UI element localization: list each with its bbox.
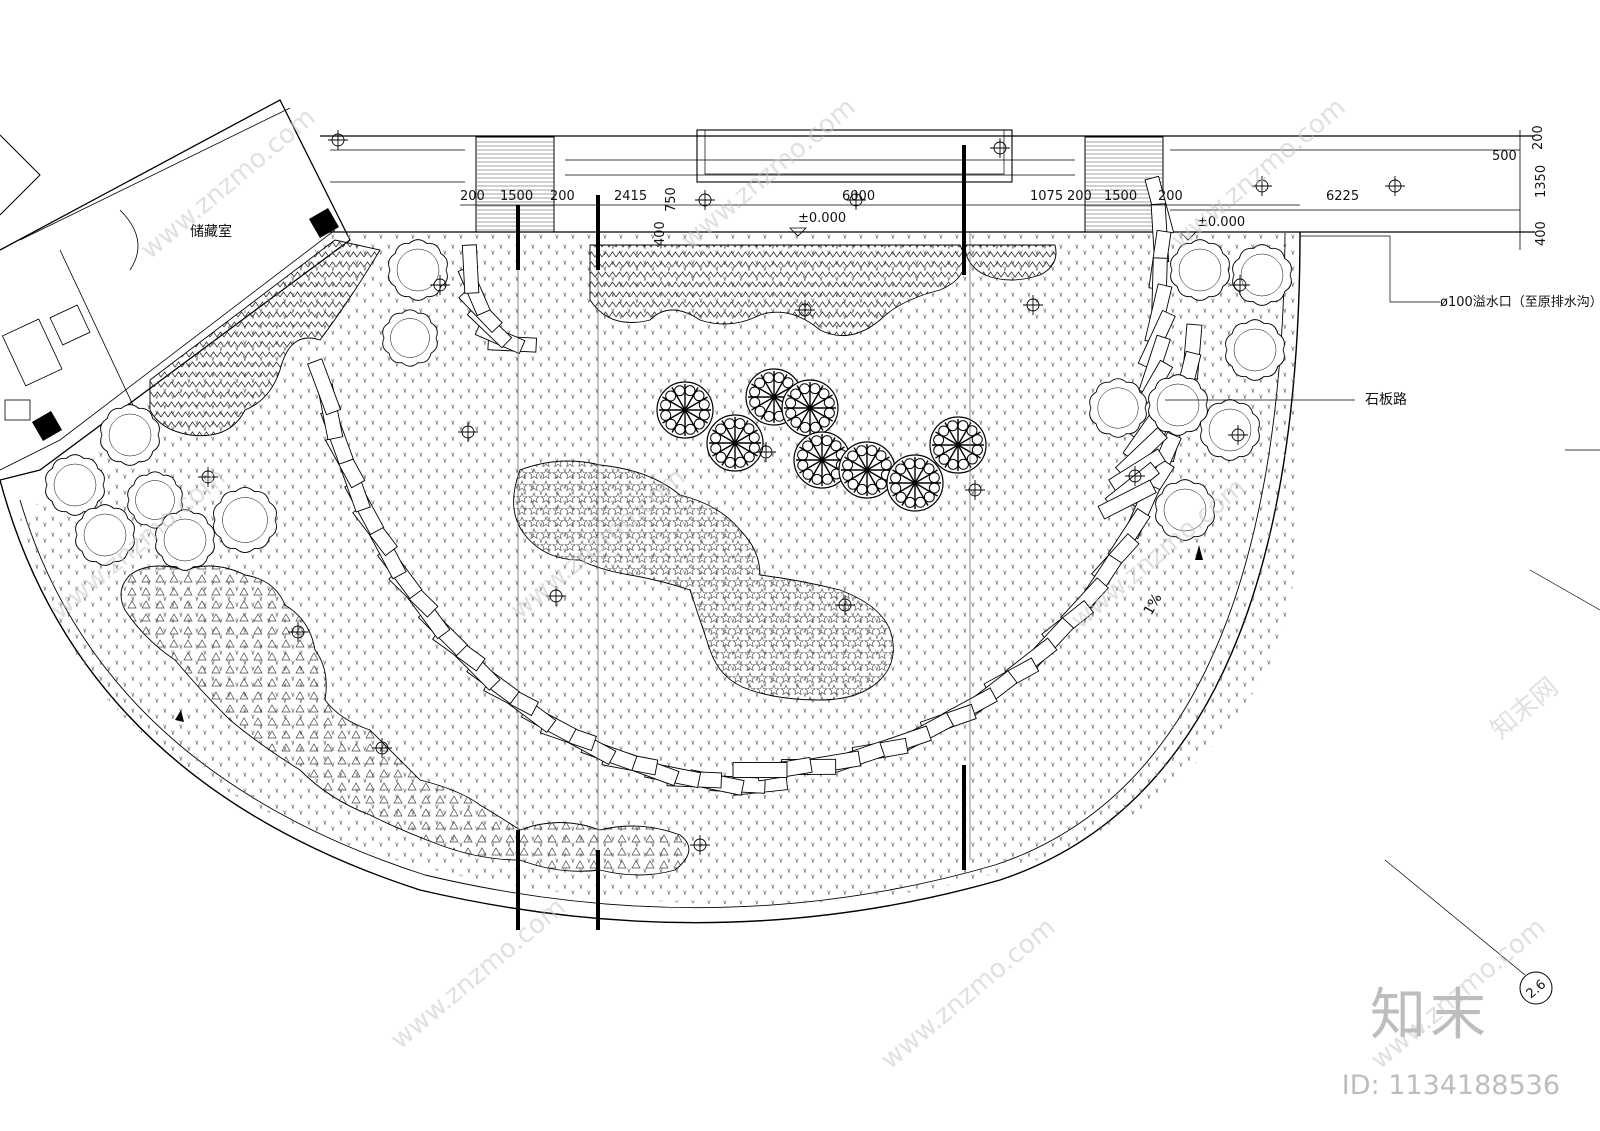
dim-text: 1500 (500, 189, 533, 204)
dim-text: 1075 (1030, 189, 1063, 204)
dim-text: 1350 (1534, 165, 1549, 198)
shrub (1232, 244, 1292, 306)
shrub (1089, 378, 1147, 438)
shrubs-dark (656, 368, 987, 512)
label-elevation-1: ±0.000 (798, 211, 846, 226)
shrub (1200, 399, 1260, 461)
label-storage-room: 储藏室 (190, 223, 232, 240)
watermark-text: www.znzmo.com (1165, 92, 1351, 255)
label-elevation-2: ±0.000 (1197, 215, 1245, 230)
paving-bed-right (964, 244, 1057, 281)
groundcover-stars (513, 460, 894, 701)
shrub (213, 487, 277, 553)
leader-lines (175, 235, 1600, 976)
watermark-text: 知末网 (1485, 672, 1564, 745)
stone-path (307, 175, 1203, 796)
shrubs-outline (45, 239, 1292, 571)
garden-lights (198, 130, 1405, 855)
section-mark-circle (1519, 971, 1553, 1005)
label-stone-path: 石板路 (1365, 392, 1407, 408)
bathroom-fixtures (1, 304, 91, 421)
watermark-id: ID: 1134188536 (1341, 1070, 1560, 1101)
paving-bed-center (589, 244, 965, 337)
stepping-stone (1097, 479, 1157, 520)
groundcover-triangles (120, 565, 690, 876)
dim-text: 200 (550, 189, 575, 204)
watermark-brand: 知末 (1370, 983, 1490, 1048)
shrub (45, 454, 105, 516)
section-cuts (516, 145, 966, 930)
dim-text: 750 (664, 187, 679, 212)
dim-text: 6000 (842, 189, 875, 204)
dim-text: 200 (1067, 189, 1092, 204)
column (31, 410, 63, 442)
stepping-stone (461, 244, 480, 294)
stepping-stone (307, 358, 342, 416)
watermark-text: www.znzmo.com (135, 102, 321, 265)
dim-text: 2415 (614, 189, 647, 204)
dim-text: 200 (460, 189, 485, 204)
label-overflow: ø100溢水口（至原排水沟） (1440, 295, 1600, 310)
watermark-text: www.znzmo.com (875, 912, 1061, 1075)
column (308, 207, 340, 239)
dim-text: 200 (1158, 189, 1183, 204)
shrub (1148, 374, 1208, 436)
building-left (0, 99, 351, 481)
stepping-stone (732, 762, 788, 778)
grid-lines (517, 232, 971, 905)
dim-text: 200 (1531, 125, 1546, 150)
shrub (100, 404, 160, 466)
shrub (1225, 319, 1285, 381)
watermark-text: www.znzmo.com (385, 892, 571, 1055)
dimension-labels: 200 1500 200 2415 750 6000 1075 200 1500… (460, 125, 1549, 246)
paving-bed-left (149, 239, 381, 437)
dim-text: 6225 (1326, 189, 1359, 204)
dim-text: 400 (653, 221, 668, 246)
dim-text: 500 (1492, 149, 1517, 164)
dim-text: 1500 (1104, 189, 1137, 204)
dim-text: 400 (1534, 221, 1549, 246)
plaza (0, 130, 1405, 930)
label-section-mark: 2.6 (1524, 977, 1549, 1002)
